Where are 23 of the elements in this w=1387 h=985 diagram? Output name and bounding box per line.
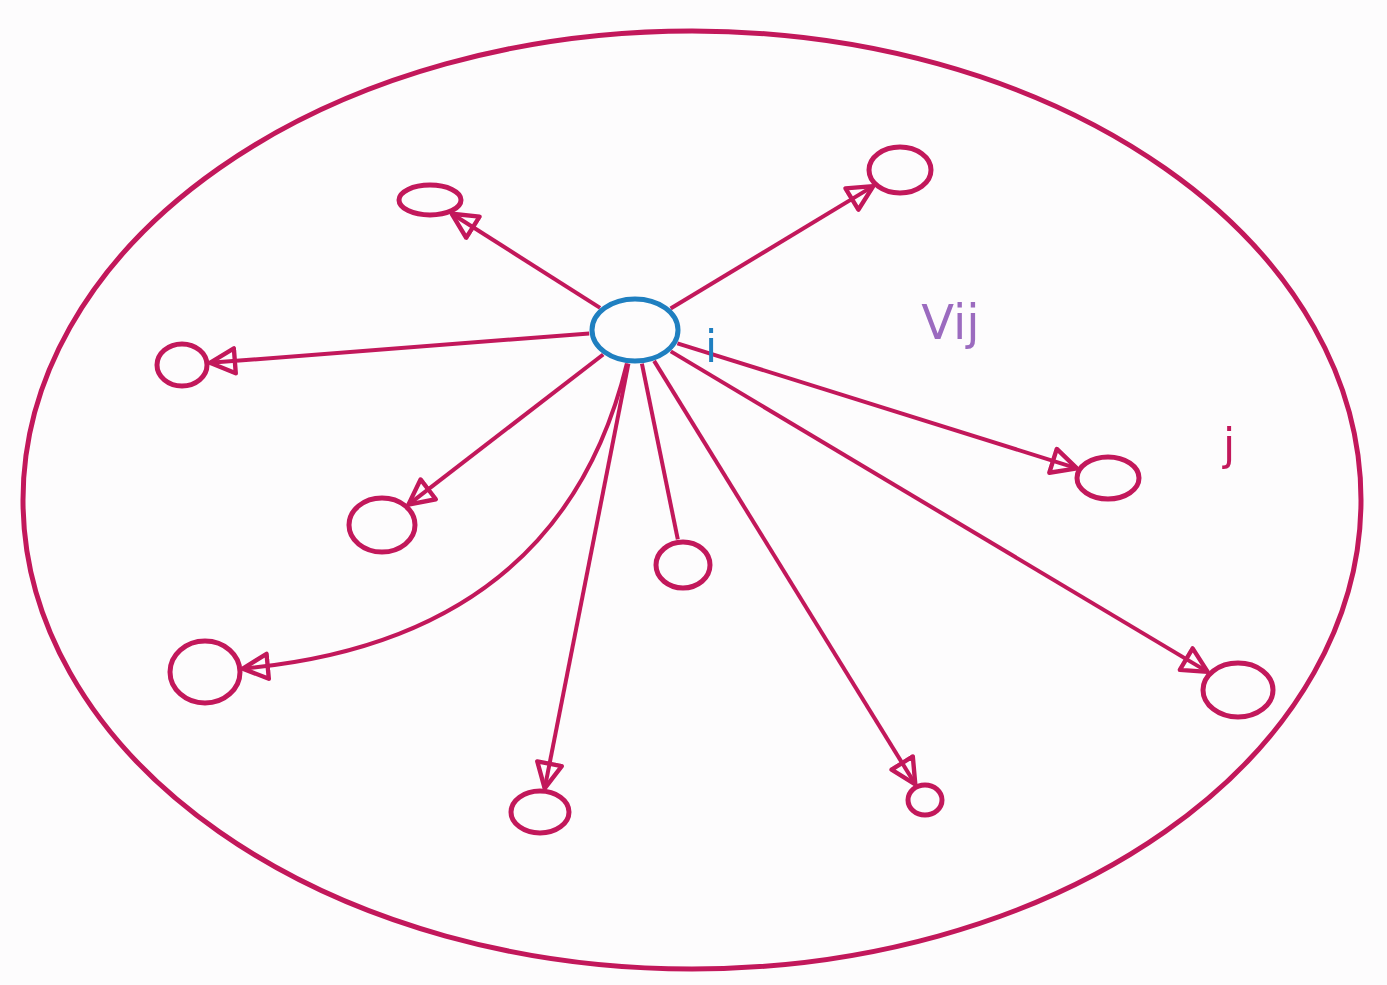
arrow	[676, 341, 1080, 475]
node-label: i	[705, 325, 718, 369]
circle-node	[154, 341, 210, 389]
arrow	[652, 359, 918, 787]
arrow	[669, 183, 876, 311]
circle-node	[589, 296, 681, 364]
arrow	[669, 349, 1210, 675]
arrow	[207, 331, 590, 376]
circle-node	[20, 28, 1364, 972]
circle-node	[346, 495, 418, 555]
circle-node	[396, 182, 464, 218]
arrow	[449, 211, 602, 310]
arrow	[240, 362, 629, 681]
circle-node	[866, 144, 934, 196]
circle-node	[167, 638, 243, 706]
circle-node	[1074, 454, 1142, 502]
node-label: j	[1223, 423, 1236, 467]
circle-node	[508, 788, 572, 836]
circle-node	[1200, 660, 1276, 720]
arrow	[535, 363, 631, 791]
arrow	[406, 352, 605, 507]
circle-node	[905, 782, 945, 818]
circle-node	[653, 539, 713, 591]
